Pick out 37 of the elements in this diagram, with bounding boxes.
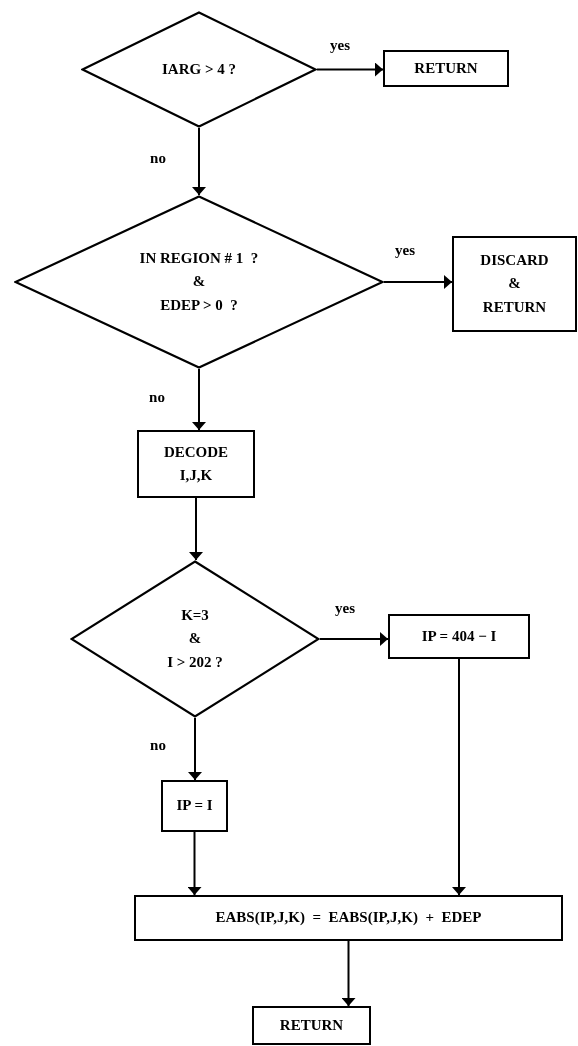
arrow (192, 497, 200, 561)
decision-diamond (70, 560, 320, 718)
node-text: IN REGION # 1 ? (139, 249, 259, 269)
node-text: DISCARD (480, 251, 549, 271)
node-text: & (192, 272, 206, 292)
node-text: RETURN (279, 1015, 344, 1035)
node-text: & (188, 629, 202, 649)
node-text: IP = I (176, 796, 213, 816)
arrow (316, 65, 384, 74)
arrow (195, 368, 203, 431)
arrow (190, 831, 199, 896)
process-box (161, 780, 228, 832)
node-text: IP = 404 − I (421, 626, 497, 646)
arrow (191, 717, 199, 781)
process-box (383, 50, 509, 87)
arrow (455, 658, 463, 896)
node-text: I,J,K (179, 466, 213, 485)
node-text: IARG > 4 ? (162, 59, 236, 79)
process-box (452, 236, 577, 332)
node-text: EABS(IP,J,K) = EABS(IP,J,K) + EDEP (215, 908, 482, 928)
decision-diamond (81, 11, 317, 128)
process-box (134, 895, 563, 941)
arrow (195, 127, 203, 196)
node-text: K=3 (181, 606, 209, 626)
node-text: I > 202 ? (167, 652, 223, 672)
arrow (319, 635, 389, 643)
process-box (137, 430, 255, 498)
process-box (388, 614, 530, 659)
node-text: EDEP > 0 ? (160, 295, 238, 315)
process-box (252, 1006, 371, 1045)
node-text: DECODE (163, 442, 229, 462)
node-text: & (508, 274, 521, 294)
node-text: RETURN (482, 297, 547, 317)
arrow (383, 278, 453, 286)
node-text: RETURN (414, 58, 478, 78)
arrow (344, 940, 353, 1007)
decision-diamond (14, 195, 384, 369)
